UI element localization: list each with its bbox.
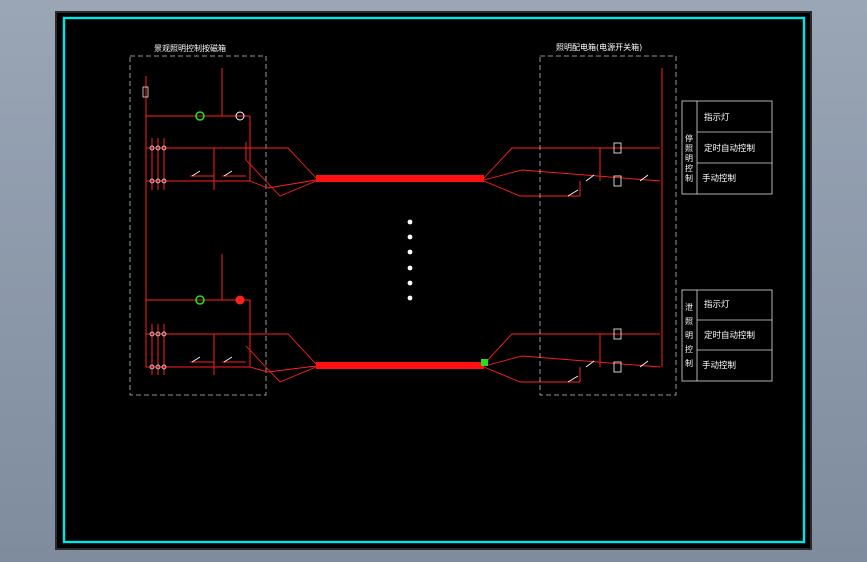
indicator-lamp-red-icon [235,295,245,305]
switch-contacts-icon [191,356,233,363]
lower-vertical-label: 泄 照 明 控 制 [685,302,693,368]
svg-text:控: 控 [685,344,693,354]
contactor-icon [149,145,167,184]
lower-legend-table [681,289,773,382]
continuation-dots [407,219,413,301]
svg-text:明: 明 [685,331,693,340]
lower-row-manual: 手动控制 [702,360,736,371]
left-lower-wiring [145,254,251,375]
upper-vertical-label: 停 照 明 控 制 [685,133,693,183]
svg-text:制: 制 [685,173,693,183]
fuse-icon [142,86,149,98]
lower-row-timed: 定时自动控制 [704,330,755,341]
lower-row-indicator: 指示灯 [704,299,730,310]
right-box-title: 照明配电箱(电源开关箱) [556,42,642,52]
svg-text:控: 控 [685,163,693,173]
indicator-lamp-green-icon [195,295,205,305]
indicator-lamp-green-icon [195,111,205,121]
upper-cable-bundle [245,147,661,197]
upper-legend-table [681,100,773,195]
upper-row-indicator: 指示灯 [704,112,730,123]
upper-row-timed: 定时自动控制 [704,143,755,154]
left-control-box: 景观照明控制按磁箱 [129,43,267,396]
svg-text:照: 照 [685,317,693,326]
contactor-icon [149,331,167,370]
relay-coil-icon [613,142,622,373]
svg-text:制: 制 [685,358,693,368]
left-upper-wiring [145,68,251,298]
svg-text:泄: 泄 [685,302,693,312]
svg-text:照: 照 [685,144,693,153]
drawing-frame [62,16,806,544]
switch-contacts-icon [191,170,233,177]
right-distribution-box: 照明配电箱(电源开关箱) [539,42,677,396]
indicator-lamp-white-icon [235,111,245,121]
left-box-title: 景观照明控制按磁箱 [154,43,226,53]
svg-text:停: 停 [685,133,693,143]
right-wiring [579,68,663,382]
sheet-border [55,11,812,550]
upper-row-manual: 手动控制 [702,173,736,184]
relay-contact-icon [567,174,649,383]
svg-text:明: 明 [685,154,693,163]
terminal-marker-green [481,359,488,366]
